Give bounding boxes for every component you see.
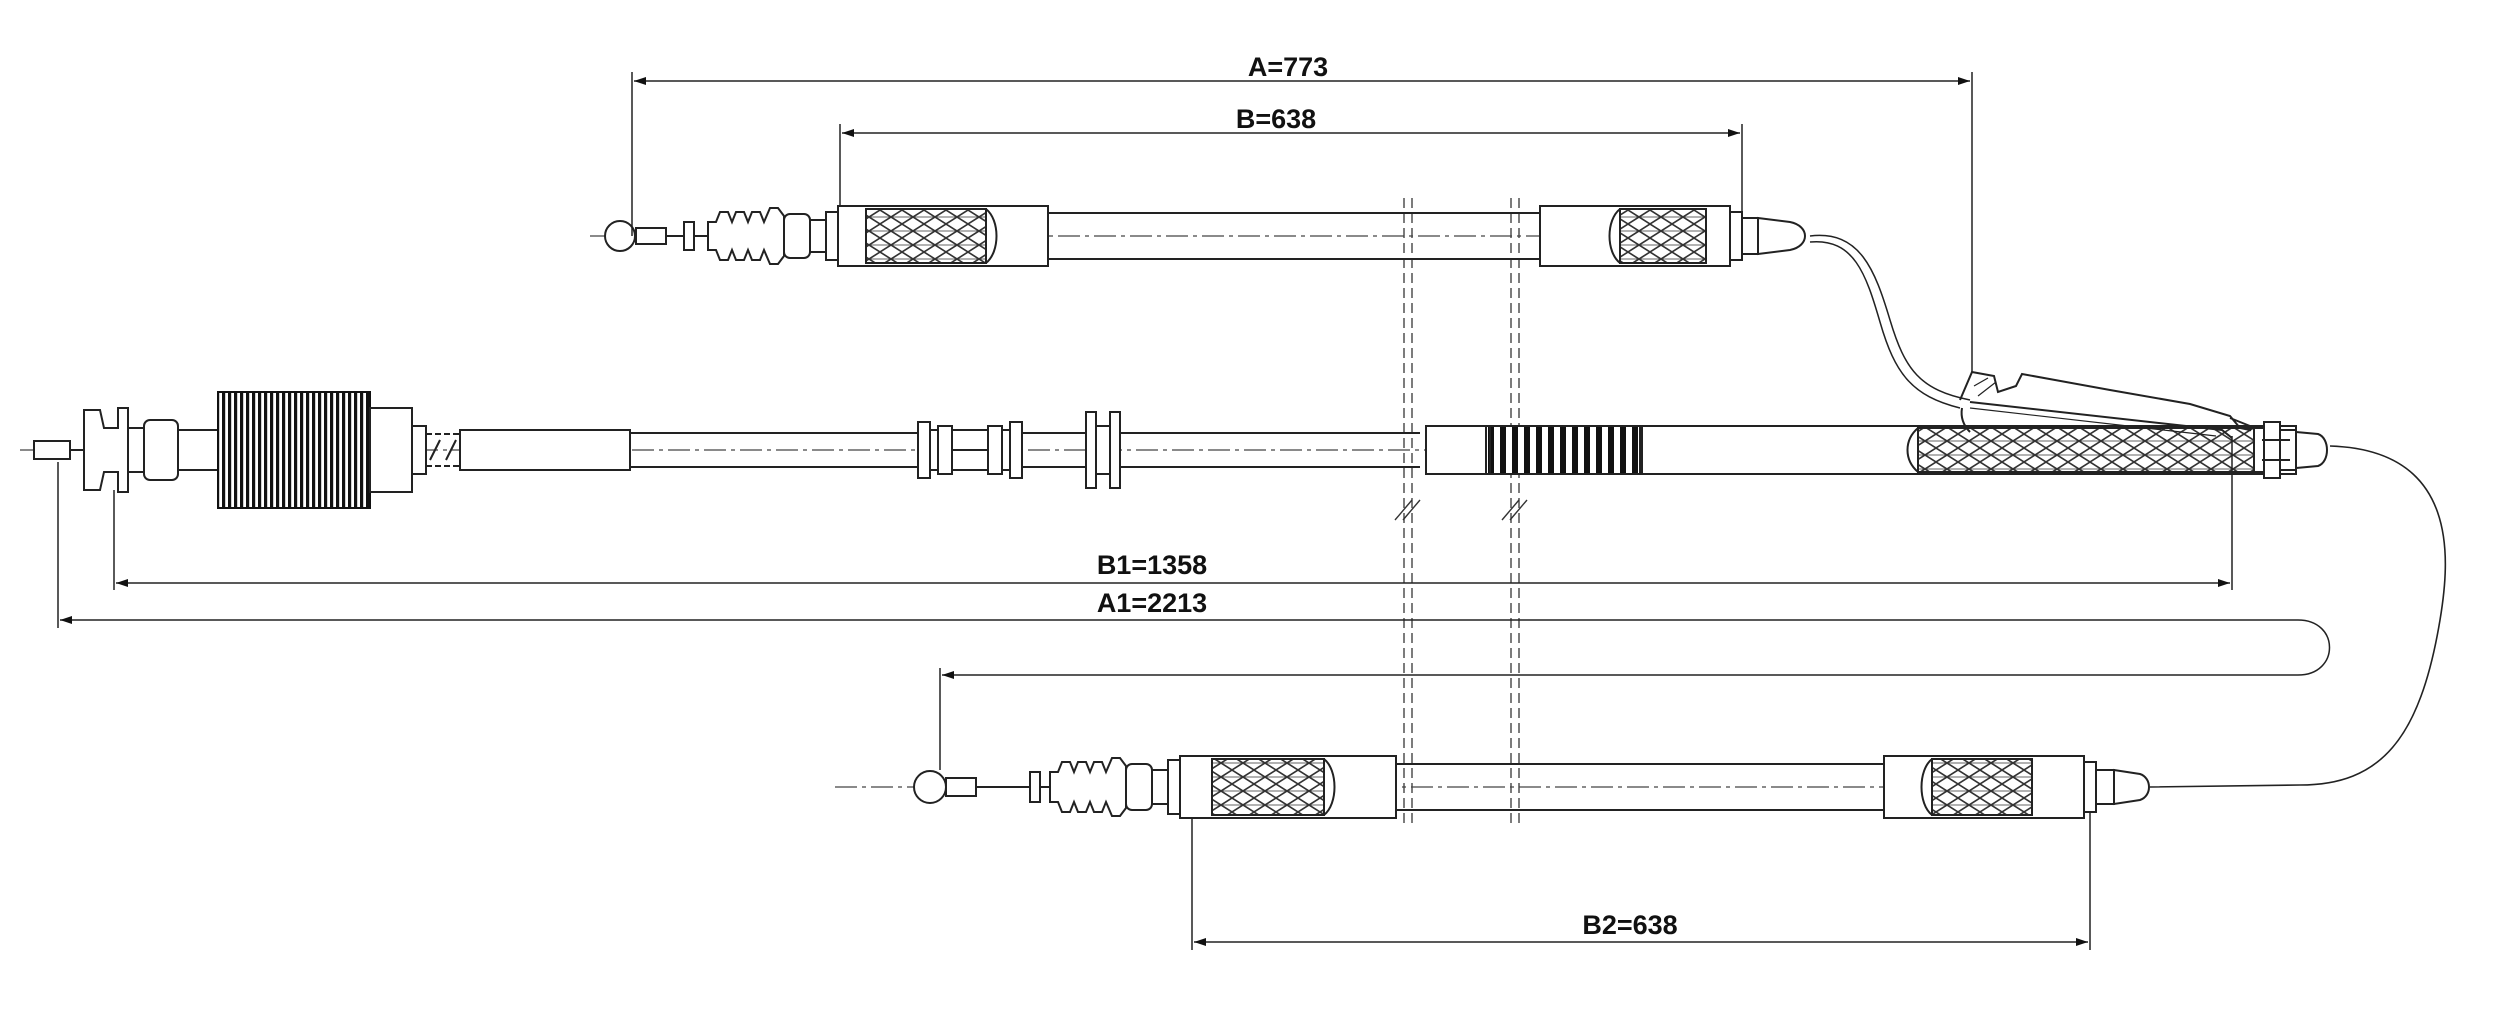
junction-bracket [1959, 370, 2251, 432]
upper-sleeve-braid-right [1619, 208, 1707, 264]
main-grommet-2 [1085, 411, 1097, 489]
main-clip [83, 407, 129, 493]
dim-label-a1: A1=2213 [1097, 588, 1207, 618]
upper-boot [707, 207, 785, 265]
upper-cable [604, 205, 1971, 409]
lower-cable [913, 755, 2150, 819]
lower-ball-end [913, 770, 947, 804]
dim-label-a: A=773 [1248, 52, 1328, 82]
main-ribbed-adjuster [217, 391, 371, 509]
break-lines [1403, 198, 1520, 825]
center-lines [20, 235, 2230, 788]
lower-boot [1049, 757, 1127, 817]
main-cable [33, 370, 2447, 788]
lower-sleeve-braid-right [1931, 758, 2033, 816]
main-grommet-1 [917, 421, 931, 479]
dim-label-b1: B1=1358 [1097, 550, 1207, 580]
break-marks [1394, 499, 1528, 521]
dimension-labels: A=773 B=638 B1=1358 A1=2213 B2=638 [1097, 52, 1678, 940]
lower-sleeve-braid-left [1211, 758, 1325, 816]
dimension-lines [57, 72, 2331, 950]
upper-ball-end [604, 220, 636, 252]
upper-sleeve-braid-left [865, 208, 987, 264]
dim-line-a1 [60, 616, 2331, 679]
main-thread [1485, 425, 1643, 475]
dim-label-b2: B2=638 [1582, 910, 1677, 940]
dim-label-b: B=638 [1236, 104, 1316, 134]
main-sleeve-braid [1917, 427, 2265, 473]
